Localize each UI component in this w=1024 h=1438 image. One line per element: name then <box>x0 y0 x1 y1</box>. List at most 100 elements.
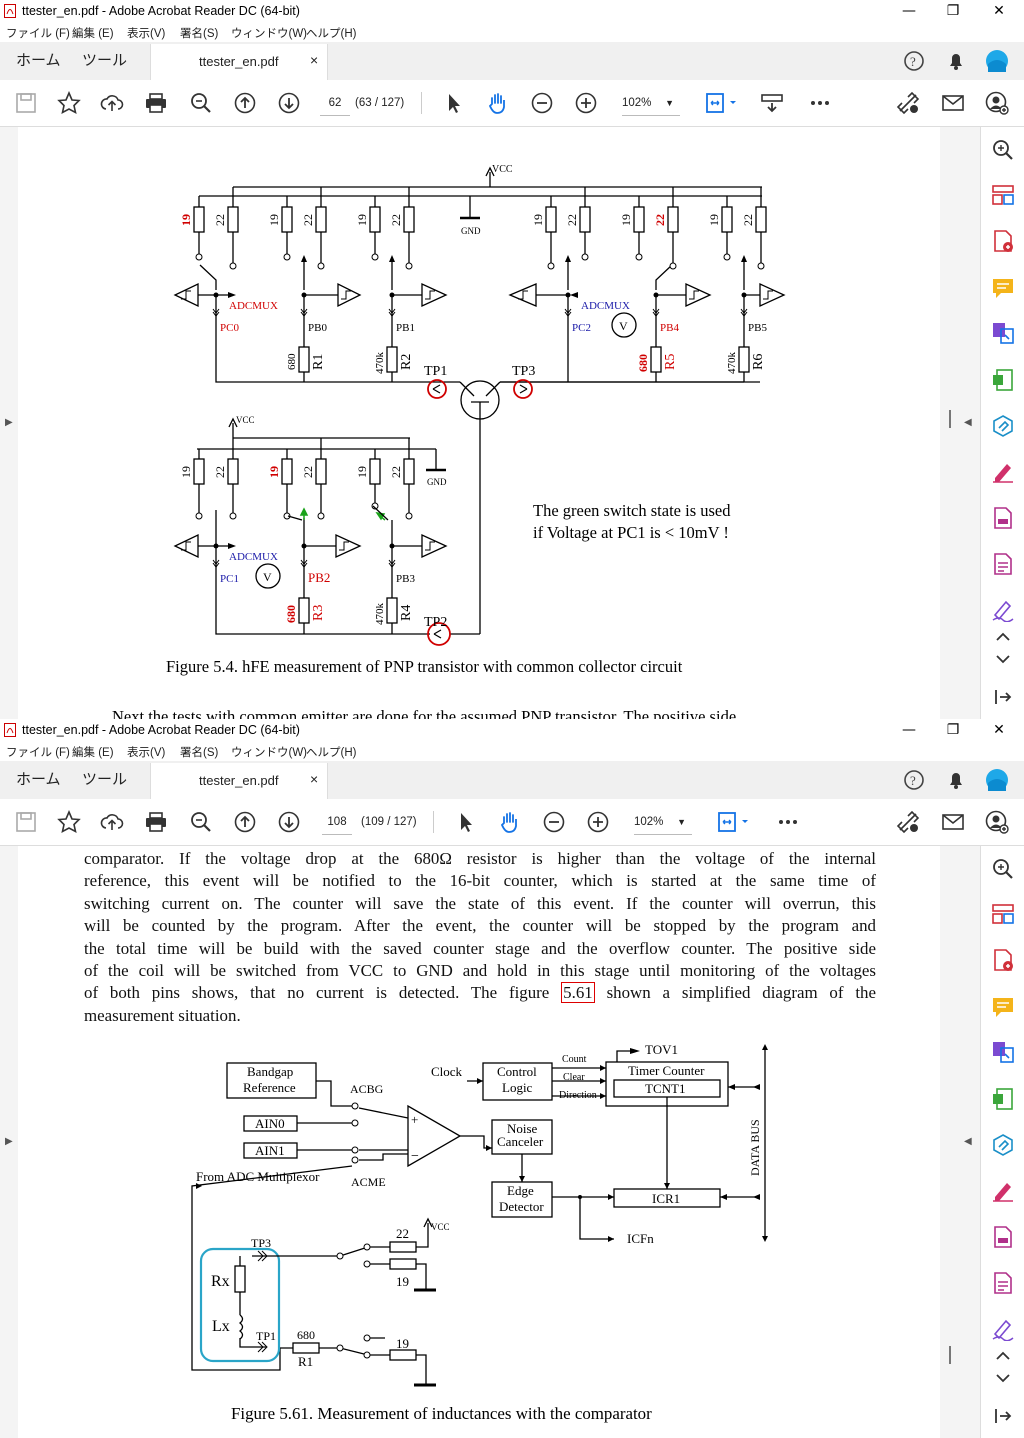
collapse-panel-icon[interactable] <box>991 685 1015 709</box>
chevron-right-icon[interactable]: ▶ <box>5 417 13 428</box>
fill-sign-icon[interactable] <box>991 460 1015 484</box>
tab-document[interactable]: ttester_en.pdf × <box>150 763 328 800</box>
menu-view[interactable]: 表示(V) <box>127 28 166 40</box>
menu-window[interactable]: ウィンドウ(W) <box>231 28 308 40</box>
fit-page-icon[interactable] <box>716 810 752 834</box>
chevron-down-icon[interactable] <box>991 649 1015 669</box>
menu-sign[interactable]: 署名(S) <box>180 28 219 40</box>
minimize-button[interactable]: — <box>902 3 916 19</box>
chevron-up-icon[interactable] <box>991 627 1015 647</box>
next-page-icon[interactable] <box>277 91 301 115</box>
combine-files-icon[interactable] <box>991 1040 1015 1064</box>
fill-sign-icon[interactable] <box>991 1179 1015 1203</box>
combine-files-icon[interactable] <box>991 321 1015 345</box>
chevron-down-icon[interactable] <box>991 1368 1015 1388</box>
menu-sign[interactable]: 署名(S) <box>180 747 219 759</box>
left-panel-toggle[interactable]: ▶ <box>0 127 18 719</box>
maximize-button[interactable]: ❐ <box>946 3 960 19</box>
share-link-icon[interactable] <box>896 810 920 834</box>
tab-close-icon[interactable]: × <box>310 52 319 68</box>
menu-help[interactable]: ヘルプ(H) <box>306 747 357 759</box>
print-icon[interactable] <box>144 810 168 834</box>
email-icon[interactable] <box>941 91 965 115</box>
vertical-scrollbar[interactable]: ◀ <box>940 127 972 719</box>
page-number-input[interactable]: 108 <box>322 810 352 835</box>
figure-reference-link[interactable]: 5.61 <box>561 982 595 1004</box>
tab-close-icon[interactable]: × <box>310 771 319 787</box>
signature-pen-icon[interactable] <box>991 598 1015 622</box>
prepare-form-icon[interactable] <box>991 1271 1015 1295</box>
previous-page-icon[interactable] <box>233 91 257 115</box>
previous-page-icon[interactable] <box>233 810 257 834</box>
menu-help[interactable]: ヘルプ(H) <box>306 28 357 40</box>
organize-pages-icon[interactable] <box>991 902 1015 926</box>
next-page-icon[interactable] <box>277 810 301 834</box>
menu-file[interactable]: ファイル (F) <box>6 28 70 40</box>
create-pdf-icon[interactable] <box>991 948 1015 972</box>
add-user-icon[interactable] <box>985 91 1009 115</box>
export-pdf-icon[interactable] <box>991 368 1015 392</box>
more-options-icon[interactable] <box>808 91 832 115</box>
zoom-in-icon[interactable] <box>574 91 598 115</box>
upload-cloud-icon[interactable] <box>100 91 124 115</box>
account-avatar-icon[interactable] <box>986 769 1008 791</box>
document-icon[interactable] <box>991 1225 1015 1249</box>
chevron-left-icon[interactable]: ◀ <box>964 1136 972 1147</box>
scroll-thumb[interactable] <box>949 410 951 428</box>
close-window-button[interactable]: ✕ <box>993 722 1005 738</box>
zoom-out-search-icon[interactable] <box>189 91 213 115</box>
menu-view[interactable]: 表示(V) <box>127 747 166 759</box>
create-pdf-icon[interactable] <box>991 229 1015 253</box>
tab-home[interactable]: ホーム <box>16 771 61 788</box>
hand-tool-icon[interactable] <box>498 810 522 834</box>
zoom-out-icon[interactable] <box>530 91 554 115</box>
zoom-in-icon[interactable] <box>586 810 610 834</box>
upload-cloud-icon[interactable] <box>100 810 124 834</box>
menu-file[interactable]: ファイル (F) <box>6 747 70 759</box>
scroll-mode-icon[interactable] <box>760 91 784 115</box>
menu-edit[interactable]: 編集 (E) <box>72 747 114 759</box>
export-pdf-icon[interactable] <box>991 1087 1015 1111</box>
bookmark-star-icon[interactable] <box>57 810 81 834</box>
save-icon[interactable] <box>14 91 38 115</box>
comment-icon[interactable] <box>991 276 1015 300</box>
document-icon[interactable] <box>991 506 1015 530</box>
help-icon[interactable]: ? <box>903 50 925 72</box>
account-avatar-icon[interactable] <box>986 50 1008 72</box>
zoom-level-select[interactable]: 102%▼ <box>634 810 692 835</box>
collapse-panel-icon[interactable] <box>991 1404 1015 1428</box>
edit-pdf-icon[interactable] <box>991 414 1015 438</box>
menu-window[interactable]: ウィンドウ(W) <box>231 747 308 759</box>
help-icon[interactable]: ? <box>903 769 925 791</box>
close-window-button[interactable]: ✕ <box>993 3 1005 19</box>
left-panel-toggle[interactable]: ▶ <box>0 846 18 1438</box>
tab-tools[interactable]: ツール <box>82 52 128 69</box>
save-icon[interactable] <box>14 810 38 834</box>
maximize-button[interactable]: ❐ <box>946 722 960 738</box>
more-options-icon[interactable] <box>776 810 800 834</box>
chevron-right-icon[interactable]: ▶ <box>5 1136 13 1147</box>
chevron-up-icon[interactable] <box>991 1346 1015 1366</box>
select-cursor-icon[interactable] <box>454 810 478 834</box>
bell-icon[interactable] <box>945 769 967 791</box>
tab-home[interactable]: ホーム <box>16 52 61 69</box>
menu-edit[interactable]: 編集 (E) <box>72 28 114 40</box>
page-number-input[interactable]: 62 <box>320 91 350 116</box>
zoom-search-icon[interactable] <box>991 857 1015 881</box>
zoom-out-icon[interactable] <box>542 810 566 834</box>
fit-page-icon[interactable] <box>704 91 740 115</box>
edit-pdf-icon[interactable] <box>991 1133 1015 1157</box>
zoom-search-icon[interactable] <box>991 138 1015 162</box>
organize-pages-icon[interactable] <box>991 183 1015 207</box>
signature-pen-icon[interactable] <box>991 1317 1015 1341</box>
tab-document[interactable]: ttester_en.pdf × <box>150 44 328 81</box>
share-link-icon[interactable] <box>896 91 920 115</box>
scroll-thumb[interactable] <box>949 1346 951 1364</box>
add-user-icon[interactable] <box>985 810 1009 834</box>
vertical-scrollbar[interactable]: ◀ <box>940 846 972 1438</box>
bookmark-star-icon[interactable] <box>57 91 81 115</box>
tab-tools[interactable]: ツール <box>82 771 128 788</box>
select-cursor-icon[interactable] <box>442 91 466 115</box>
zoom-out-search-icon[interactable] <box>189 810 213 834</box>
email-icon[interactable] <box>941 810 965 834</box>
